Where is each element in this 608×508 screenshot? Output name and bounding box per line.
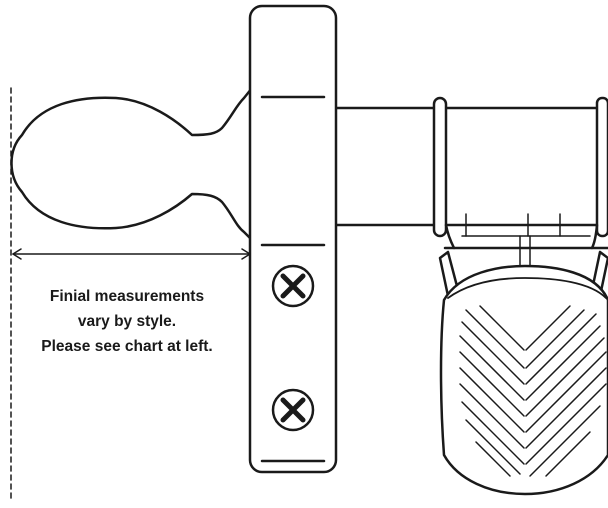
mounting-bracket	[248, 4, 338, 474]
clip-jaw	[439, 264, 608, 496]
screw-bottom-icon	[271, 388, 315, 432]
finial-caption: Finial measurements vary by style. Pleas…	[14, 284, 240, 359]
caption-line-3: Please see chart at left.	[41, 338, 213, 355]
measurement-arrow	[12, 248, 251, 260]
curtain-rod	[328, 106, 608, 227]
caption-line-1: Finial measurements	[49, 288, 205, 305]
finial	[10, 86, 254, 242]
clip-hatching	[459, 305, 607, 477]
screw-top-icon	[271, 264, 315, 308]
clip-jaw-rim	[447, 277, 607, 299]
ring-band-right	[595, 96, 608, 238]
ring-band-left	[432, 96, 448, 238]
caption-line-2: vary by style.	[77, 313, 177, 330]
